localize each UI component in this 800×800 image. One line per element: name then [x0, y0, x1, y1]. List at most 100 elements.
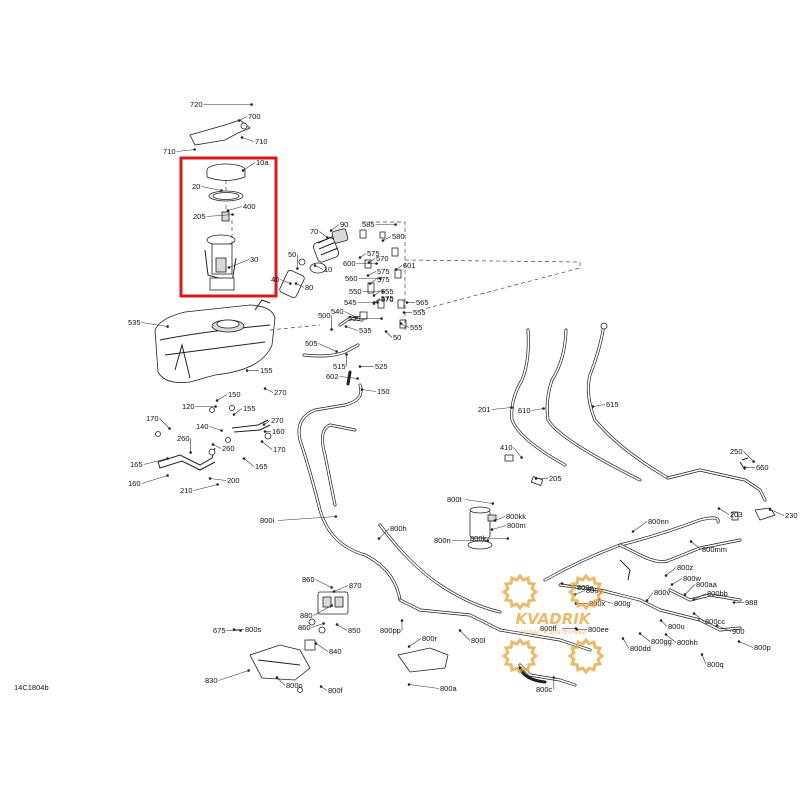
- callout-205: 205: [549, 474, 562, 483]
- callout-labels: 72070071071010a2040020530907058558057557…: [128, 100, 798, 695]
- leader-dot: [368, 282, 372, 285]
- callout-555: 555: [413, 308, 426, 317]
- leader-line: [330, 224, 340, 231]
- leader-dot: [332, 590, 336, 593]
- leader-dot: [314, 642, 318, 645]
- callout-800k: 800k: [470, 534, 487, 543]
- callout-50: 50: [288, 250, 296, 259]
- callout-800kk: 800kk: [506, 512, 526, 521]
- leader-line: [159, 418, 170, 429]
- callout-575: 575: [367, 249, 380, 258]
- leader-dot: [591, 405, 595, 408]
- callout-800h: 800h: [390, 524, 407, 533]
- leader-line: [141, 475, 168, 484]
- leader-dot: [326, 236, 329, 239]
- leader-dot: [330, 328, 333, 331]
- leader-dot: [631, 530, 635, 533]
- callout-410: 410: [500, 443, 513, 452]
- bracket-800p-drawing: [249, 644, 311, 693]
- leader-line: [314, 265, 324, 270]
- leader-line: [718, 508, 730, 515]
- callout-800x: 800x: [589, 599, 606, 608]
- callout-50: 50: [393, 333, 401, 342]
- callout-800g: 800g: [614, 599, 631, 608]
- leader-line: [671, 578, 683, 585]
- callout-800hh: 800hh: [677, 638, 698, 647]
- leader-line: [176, 149, 195, 152]
- leader-dot: [493, 519, 497, 522]
- leader-dot: [376, 301, 379, 304]
- callout-800gg: 800gg: [651, 637, 672, 646]
- leader-line: [242, 162, 256, 171]
- leader-dot: [394, 223, 397, 226]
- leader-dot: [220, 189, 223, 192]
- leader-dot: [520, 456, 523, 459]
- callout-860: 860: [298, 623, 311, 632]
- leader-line: [333, 585, 349, 592]
- callout-800o: 800o: [286, 681, 303, 690]
- callout-575: 575: [377, 275, 390, 284]
- leader-line: [400, 323, 410, 328]
- callout-30: 30: [250, 255, 258, 264]
- leader-line: [344, 311, 357, 318]
- leader-dot: [491, 502, 495, 505]
- leader-dot: [166, 457, 169, 460]
- leader-line: [319, 231, 328, 238]
- bracket-120-drawing: [225, 405, 272, 443]
- callout-160: 160: [128, 479, 141, 488]
- leader-dot: [262, 423, 266, 426]
- leader-line: [693, 613, 705, 622]
- leader-dot: [247, 669, 250, 672]
- leader-line: [716, 625, 732, 632]
- fuel-tank-drawing: [154, 299, 276, 383]
- leader-line: [227, 206, 243, 211]
- leader-dot: [394, 268, 398, 271]
- leader-dot: [358, 365, 362, 368]
- leader-dot: [379, 277, 382, 280]
- callout-515: 515: [333, 362, 346, 371]
- watermark-gear-icon: [501, 573, 539, 611]
- leader-dot: [330, 586, 333, 589]
- fuel-fittings-drawing: [279, 228, 407, 386]
- callout-140: 140: [196, 422, 209, 431]
- callout-710: 710: [163, 147, 176, 156]
- callout-555: 555: [381, 287, 394, 296]
- watermark-logo: KVADRIK ЗАПЧАСТИ ДЛЯ ТЕХНИКИ: [501, 573, 605, 675]
- leader-dot: [344, 325, 348, 328]
- leader-dot: [360, 388, 364, 391]
- leader-dot: [621, 637, 625, 640]
- leader-line: [143, 458, 168, 465]
- callout-800a: 800a: [440, 684, 458, 693]
- leader-line: [336, 624, 348, 631]
- leader-line: [738, 641, 754, 648]
- leader-line: [206, 214, 233, 217]
- leader-line: [241, 137, 255, 142]
- callout-800bb: 800bb: [707, 589, 728, 598]
- callout-500: 500: [318, 311, 331, 320]
- leader-dot: [768, 508, 772, 511]
- callout-800ee: 800ee: [588, 625, 609, 634]
- callout-170: 170: [273, 445, 286, 454]
- callout-880: 880: [300, 611, 313, 620]
- leader-dot: [208, 477, 212, 480]
- leader-dot: [296, 267, 299, 270]
- callout-800c: 800c: [536, 685, 553, 694]
- leader-dot: [237, 119, 241, 122]
- leader-dot: [245, 369, 249, 372]
- callout-555: 555: [410, 323, 423, 332]
- leader-line: [494, 516, 506, 521]
- leader-dot: [330, 604, 333, 607]
- leader-dot: [560, 582, 564, 585]
- leader-dot: [319, 685, 323, 688]
- callout-800ff: 800ff: [540, 624, 557, 633]
- leader-dot: [458, 629, 462, 632]
- leader-dot: [367, 261, 371, 264]
- leader-line: [345, 326, 359, 331]
- leader-dot: [242, 457, 246, 460]
- callout-535: 535: [359, 326, 372, 335]
- fuel-lines-drawing: [504, 322, 776, 521]
- leader-line: [367, 271, 377, 276]
- leader-dot: [232, 413, 236, 416]
- highlight-box: [179, 156, 278, 298]
- leader-line: [684, 584, 696, 595]
